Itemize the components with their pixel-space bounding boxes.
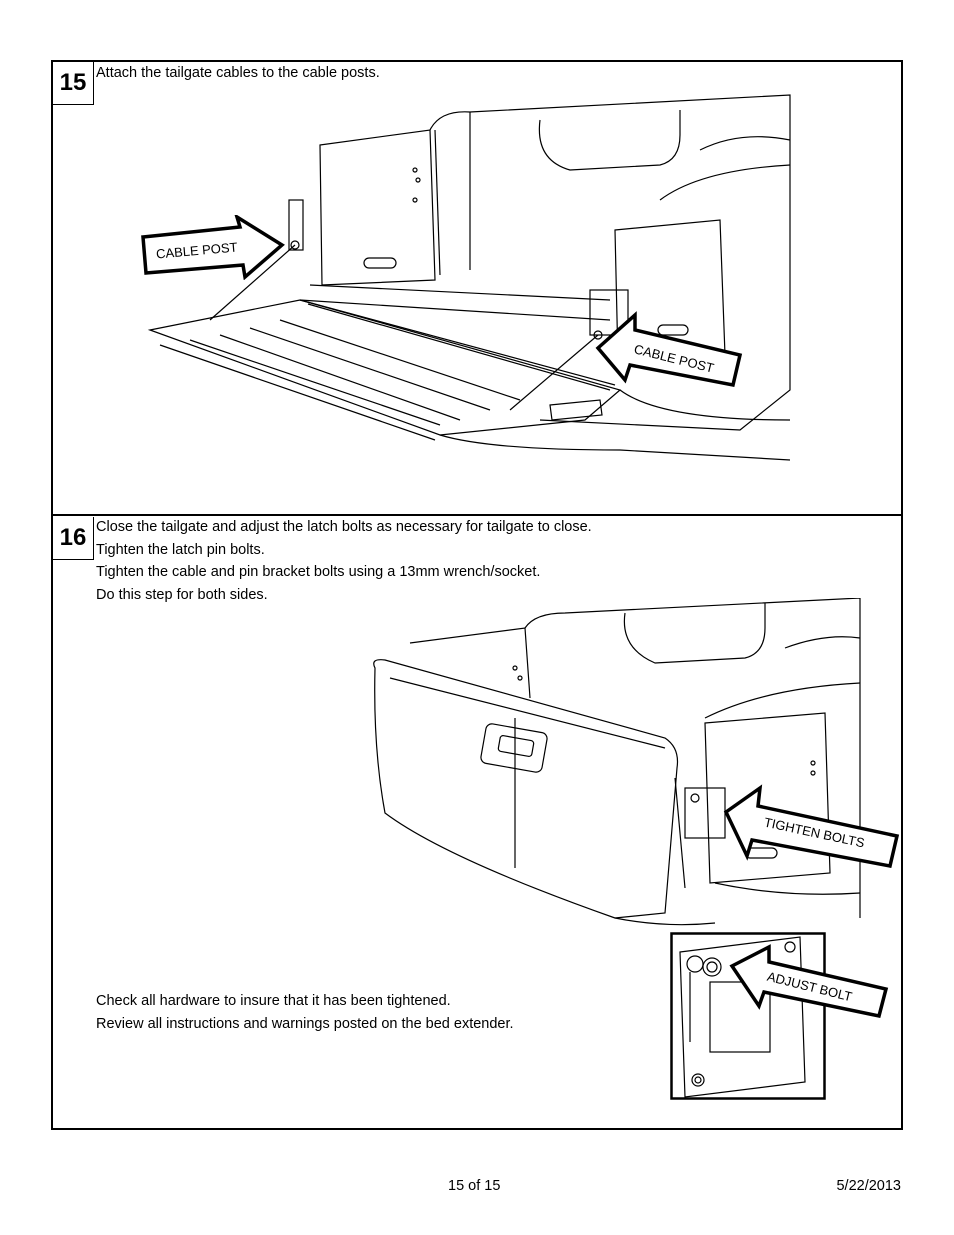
adjust-bolt-arrow — [729, 944, 889, 1019]
step-15-instruction: Attach the tailgate cables to the cable … — [96, 65, 380, 81]
cable-post-arrow-left — [141, 215, 285, 280]
step-divider — [51, 514, 903, 516]
step-16-illustration — [373, 598, 861, 926]
step-16-number: 16 — [53, 517, 94, 560]
step-16-instruction-1: Close the tailgate and adjust the latch … — [96, 519, 592, 535]
page-frame — [51, 60, 903, 1130]
tighten-bolts-arrow — [723, 784, 900, 869]
page-number: 15 of 15 — [448, 1178, 501, 1194]
step-16-instruction-3: Tighten the cable and pin bracket bolts … — [96, 564, 541, 580]
step-15-number: 15 — [53, 62, 94, 105]
step-16-instruction-2: Tighten the latch pin bolts. — [96, 542, 265, 558]
cable-post-arrow-right — [595, 311, 743, 388]
note-check-hardware: Check all hardware to insure that it has… — [96, 993, 451, 1009]
revision-date: 5/22/2013 — [836, 1178, 901, 1194]
step-16-instruction-4: Do this step for both sides. — [96, 587, 268, 603]
step-15-illustration — [147, 94, 791, 461]
note-review-instructions: Review all instructions and warnings pos… — [96, 1016, 514, 1032]
